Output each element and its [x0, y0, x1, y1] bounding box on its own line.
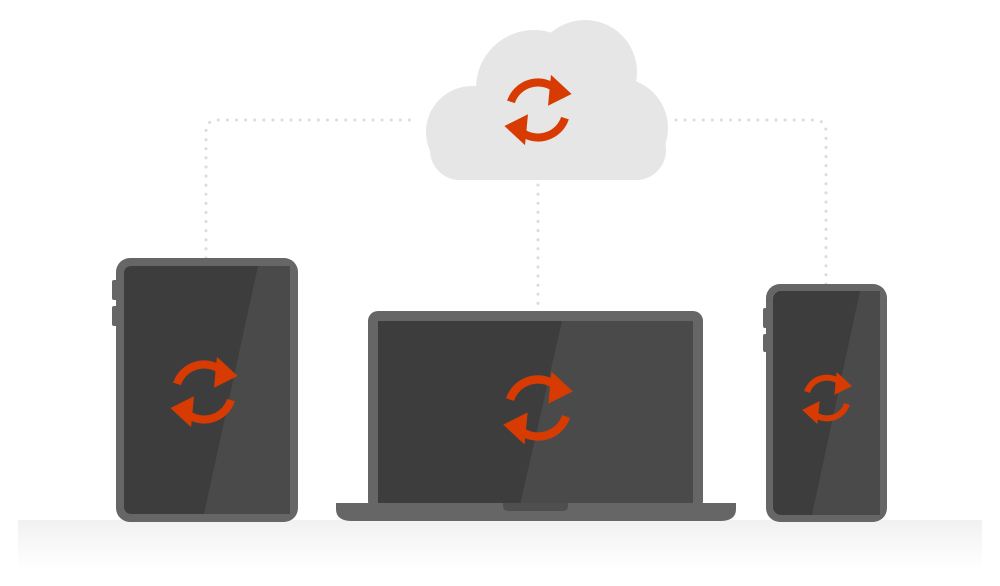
phone	[763, 284, 887, 522]
connector-phone	[666, 118, 828, 286]
connector-tablet	[204, 118, 416, 260]
floor-shadow	[18, 520, 982, 570]
cloud	[426, 20, 668, 180]
tablet	[112, 258, 298, 522]
sync-connectors	[204, 118, 828, 314]
laptop	[336, 311, 736, 521]
